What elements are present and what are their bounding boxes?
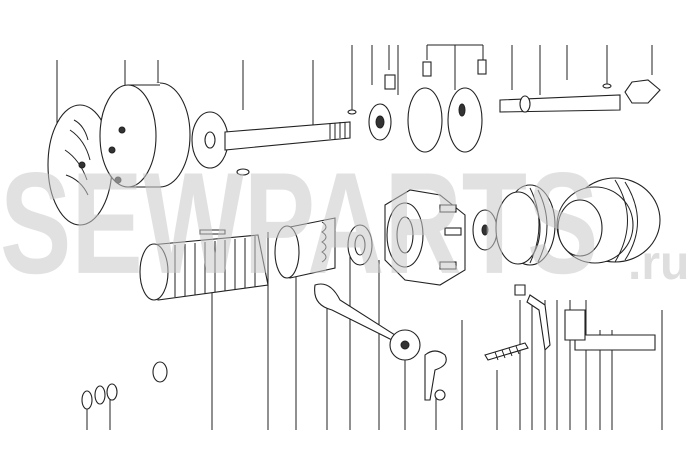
gear-sleeve xyxy=(274,217,421,361)
fan-disc xyxy=(47,104,113,226)
collar-and-parts xyxy=(368,59,661,153)
worm-tube xyxy=(139,229,269,301)
leader-lines-bottom xyxy=(86,232,663,430)
v-pulleys xyxy=(495,177,661,266)
small-parts xyxy=(81,361,168,410)
shaft xyxy=(191,109,357,176)
hand-wheel-pulley xyxy=(99,82,191,188)
leader-lines-top xyxy=(56,44,653,125)
bracket-housing xyxy=(384,189,498,286)
lever-assembly xyxy=(424,284,656,401)
